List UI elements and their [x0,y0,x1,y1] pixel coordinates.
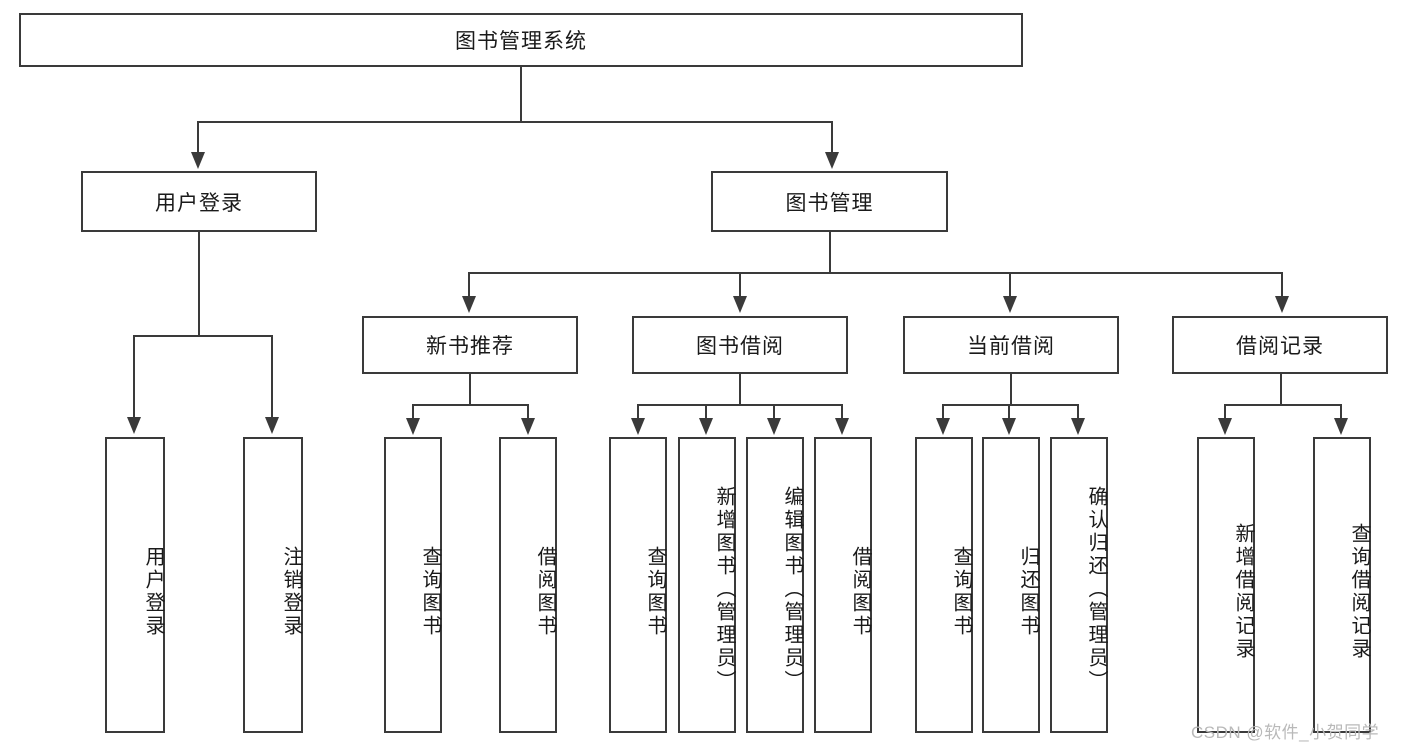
node-root-system[interactable]: 图书管理系统 [19,13,1023,67]
node-label: 查询图书 [950,546,972,638]
node-label: 借阅记录 [1236,335,1324,358]
node-label: 新增借阅记录 [1232,523,1254,661]
node-label: 归还图书 [1017,546,1039,638]
leaf-book-borrow-borrow[interactable]: 借阅图书 [814,437,872,733]
edge-user-login-busbar [133,335,272,337]
arrow-borrow-record-to-leaf-2 [1334,418,1348,435]
edge-current-borrow-to-leaf-3 [1077,404,1079,420]
edge-book-mgmt-to-new-book [468,272,470,298]
edge-new-book-busbar [412,404,528,406]
leaf-borrow-record-query[interactable]: 查询借阅记录 [1313,437,1371,733]
node-book-management[interactable]: 图书管理 [711,171,948,232]
edge-book-mgmt-to-record [1281,272,1283,298]
leaf-book-borrow-add[interactable]: 新增图书（管理员） [678,437,736,733]
node-label: 图书管理 [785,191,874,215]
arrow-current-borrow-to-leaf-1 [936,418,950,435]
edge-borrow-record-to-leaf-1 [1224,404,1226,420]
leaf-book-borrow-query[interactable]: 查询图书 [609,437,667,733]
arrow-book-mgmt-to-new-book [462,296,476,313]
arrow-new-book-to-leaf-2 [521,418,535,435]
arrow-user-login-to-leaf-2 [265,417,279,434]
node-label: 确认归还（管理员） [1085,485,1107,693]
leaf-current-borrow-confirm[interactable]: 确认归还（管理员） [1050,437,1108,733]
node-label: 查询图书 [644,546,666,638]
edge-root-stem [520,67,522,122]
leaf-user-login-login[interactable]: 用户登录 [105,437,165,733]
edge-new-book-to-leaf-1 [412,404,414,420]
arrow-root-to-user-login [191,152,205,169]
node-label: 图书管理系统 [455,30,587,53]
edge-book-borrow-to-leaf-3 [773,404,775,420]
edge-current-borrow-to-leaf-2 [1008,404,1010,420]
edge-borrow-record-stem [1280,374,1282,406]
edge-new-book-stem [469,374,471,406]
edge-current-borrow-busbar [942,404,1078,406]
arrow-book-borrow-to-leaf-2 [699,418,713,435]
node-label: 注销登录 [280,546,302,638]
node-book-borrow[interactable]: 图书借阅 [632,316,848,374]
node-label: 新书推荐 [426,335,514,358]
edge-book-mgmt-busbar [468,272,1283,274]
arrow-book-mgmt-to-record [1275,296,1289,313]
edge-root-to-user-login [197,121,199,154]
edge-book-borrow-to-leaf-2 [705,404,707,420]
node-label: 用户登录 [142,546,164,638]
leaf-new-book-borrow[interactable]: 借阅图书 [499,437,557,733]
edge-user-login-stem [198,232,200,337]
node-label: 图书借阅 [696,335,784,358]
arrow-book-mgmt-to-borrow [733,296,747,313]
edge-current-borrow-to-leaf-1 [942,404,944,420]
watermark-text: CSDN @软件_小贺同学 [1191,723,1380,742]
edge-book-mgmt-to-borrow [739,272,741,298]
arrow-new-book-to-leaf-1 [406,418,420,435]
edge-book-borrow-to-leaf-4 [841,404,843,420]
leaf-current-borrow-query[interactable]: 查询图书 [915,437,973,733]
edge-book-mgmt-to-current [1009,272,1011,298]
arrow-book-borrow-to-leaf-3 [767,418,781,435]
leaf-user-login-logout[interactable]: 注销登录 [243,437,303,733]
node-new-book-recommend[interactable]: 新书推荐 [362,316,578,374]
node-user-login[interactable]: 用户登录 [81,171,317,232]
edge-root-to-book-mgmt [831,121,833,154]
node-label: 当前借阅 [967,335,1055,358]
arrow-root-to-book-mgmt [825,152,839,169]
edge-current-borrow-stem [1010,374,1012,406]
node-label: 新增图书（管理员） [713,485,735,693]
node-label: 查询图书 [419,546,441,638]
edge-new-book-to-leaf-2 [527,404,529,420]
node-label: 用户登录 [155,191,243,215]
edge-root-busbar [197,121,833,123]
arrow-current-borrow-to-leaf-2 [1002,418,1016,435]
edge-borrow-record-busbar [1224,404,1341,406]
arrow-book-mgmt-to-current [1003,296,1017,313]
node-label: 借阅图书 [534,546,556,638]
leaf-borrow-record-add[interactable]: 新增借阅记录 [1197,437,1255,733]
edge-book-borrow-stem [739,374,741,406]
edge-user-login-to-leaf-2 [271,335,273,419]
edge-book-borrow-to-leaf-1 [637,404,639,420]
node-label: 编辑图书（管理员） [781,485,803,693]
leaf-book-borrow-edit[interactable]: 编辑图书（管理员） [746,437,804,733]
arrow-user-login-to-leaf-1 [127,417,141,434]
arrow-book-borrow-to-leaf-1 [631,418,645,435]
leaf-new-book-query[interactable]: 查询图书 [384,437,442,733]
edge-borrow-record-to-leaf-2 [1340,404,1342,420]
leaf-current-borrow-return[interactable]: 归还图书 [982,437,1040,733]
node-current-borrow[interactable]: 当前借阅 [903,316,1119,374]
node-label: 查询借阅记录 [1348,523,1370,661]
arrow-current-borrow-to-leaf-3 [1071,418,1085,435]
edge-book-mgmt-stem [829,232,831,274]
edge-user-login-to-leaf-1 [133,335,135,419]
node-borrow-record[interactable]: 借阅记录 [1172,316,1388,374]
edge-book-borrow-busbar [637,404,843,406]
node-label: 借阅图书 [849,546,871,638]
arrow-borrow-record-to-leaf-1 [1218,418,1232,435]
arrow-book-borrow-to-leaf-4 [835,418,849,435]
